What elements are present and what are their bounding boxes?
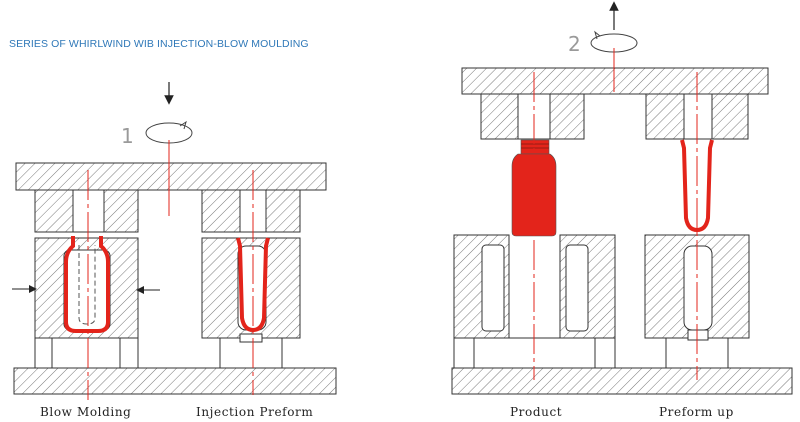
- rotate-icon-1: [145, 120, 193, 144]
- left-holder-b: [103, 189, 139, 233]
- step-number-1: 1: [121, 124, 134, 148]
- left-holder-a: [34, 189, 74, 233]
- right-station: [451, 67, 793, 395]
- step-number-2: 2: [568, 32, 581, 56]
- right-centerlines: [533, 48, 698, 380]
- caption-product: Product: [510, 405, 563, 419]
- page-title: SERIES OF WHIRLWIND WIB INJECTION-BLOW M…: [9, 38, 309, 50]
- product-bottle: [511, 139, 557, 237]
- left-station: [13, 162, 337, 395]
- caption-preform-up: Preform up: [659, 405, 734, 419]
- left-base-b: [219, 337, 283, 369]
- right-floor: [451, 367, 793, 395]
- left-top-plate: [15, 162, 327, 191]
- left-holder-d: [265, 189, 301, 233]
- left-floor: [13, 367, 337, 395]
- left-centerlines: [87, 140, 254, 400]
- lifted-preform: [680, 139, 714, 233]
- caption-blow-molding: Blow Molding: [40, 405, 132, 419]
- left-holder-c: [201, 189, 241, 233]
- caption-injection-preform: Injection Preform: [196, 405, 314, 419]
- right-top-plate: [461, 67, 769, 95]
- blown-bottle: [64, 236, 110, 333]
